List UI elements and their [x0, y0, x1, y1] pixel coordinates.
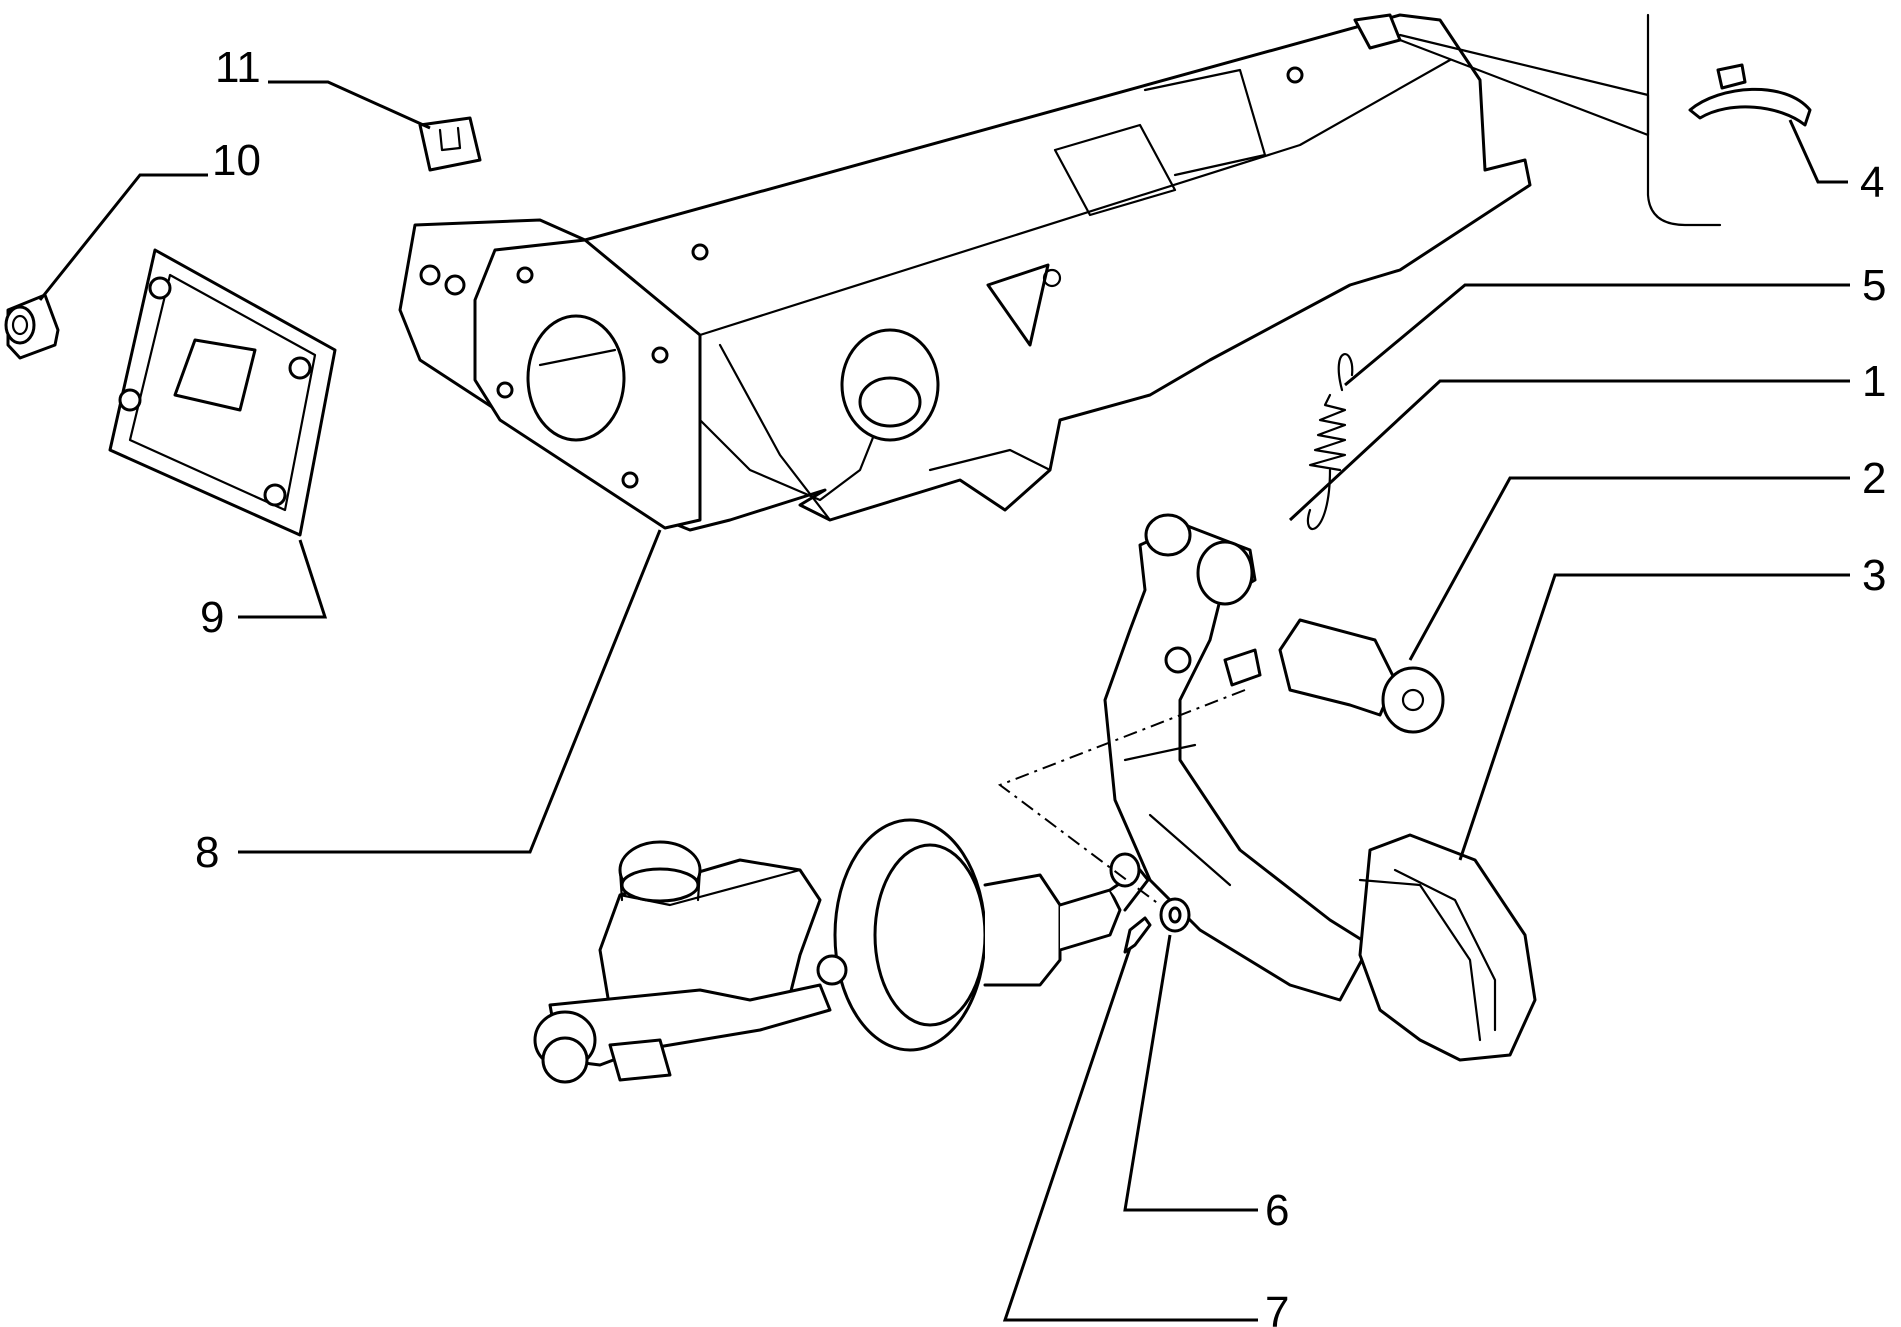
callout-1: 1 — [1862, 357, 1886, 406]
leader-2 — [1408, 476, 1850, 661]
leader-6 — [1123, 934, 1258, 1212]
callout-7: 7 — [1265, 1288, 1289, 1327]
callout-10: 10 — [212, 136, 261, 185]
pedal-pad — [1358, 833, 1537, 1062]
callout-labels: 1 2 3 4 5 6 7 8 9 10 11 — [195, 43, 1886, 1327]
return-spring — [1306, 352, 1354, 531]
brake-pedal — [1103, 513, 1372, 1002]
callout-8: 8 — [195, 828, 219, 877]
brake-booster-master-cylinder — [533, 818, 1150, 1084]
leader-3 — [1458, 573, 1850, 861]
pedal-box-plate — [108, 248, 337, 537]
callout-9: 9 — [200, 593, 224, 642]
leader-1 — [1288, 379, 1850, 522]
leader-5 — [1344, 283, 1850, 387]
alignment-line — [997, 689, 1246, 906]
leader-7 — [1002, 947, 1258, 1322]
callout-3: 3 — [1862, 551, 1886, 600]
callout-11: 11 — [215, 43, 261, 92]
leader-10 — [38, 173, 208, 301]
split-pin — [1123, 916, 1152, 954]
leader-lines — [38, 80, 1850, 1322]
washer — [1159, 897, 1191, 933]
leader-9 — [238, 539, 328, 619]
leader-4 — [1788, 119, 1848, 184]
pedal-support-bracket — [398, 13, 1532, 532]
leader-8 — [238, 529, 662, 854]
clip-nut — [418, 116, 482, 172]
clip — [1398, 13, 1812, 227]
callout-5: 5 — [1862, 261, 1886, 310]
leader-11 — [268, 80, 431, 130]
callout-4: 4 — [1860, 158, 1884, 207]
callout-6: 6 — [1265, 1186, 1289, 1235]
bush — [4, 293, 60, 360]
callout-2: 2 — [1862, 454, 1886, 503]
pivot-pin — [1278, 618, 1445, 734]
